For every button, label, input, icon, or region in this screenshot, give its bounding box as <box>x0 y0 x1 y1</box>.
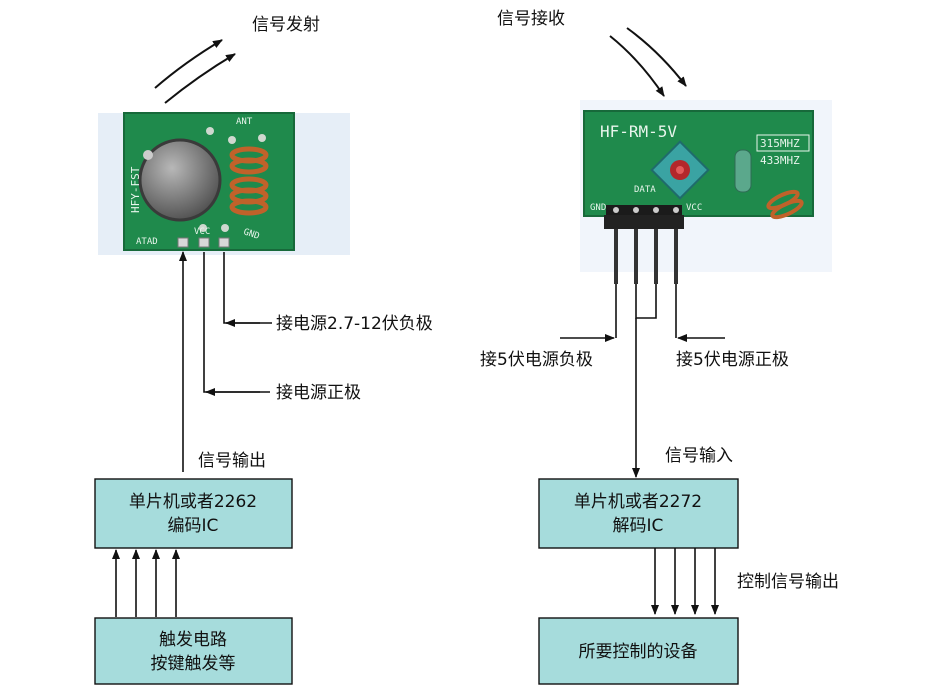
tx-signal-out-label: 信号输出 <box>198 451 266 471</box>
rx-wave-arrow-2 <box>626 27 687 87</box>
controlled-device-box: 所要控制的设备 <box>538 617 739 685</box>
rx-control-out-label: 控制信号输出 <box>737 572 839 592</box>
trigger-circuit-box: 触发电路 按键触发等 <box>94 617 293 685</box>
rx-antenna-coil-icon <box>766 189 804 220</box>
rx-gnd-label: GND <box>590 203 606 213</box>
rx-vcc-label: VCC <box>686 203 702 213</box>
receiver-section: 信号接收 HF-RM-5V 315MHZ 433MHZ G <box>480 9 839 685</box>
transmitter-module: HFY-FST ANT VCC GND ATAD <box>123 112 295 251</box>
rx-model-label: HF-RM-5V <box>600 122 677 141</box>
tx-pos-power-label: 接电源正极 <box>276 383 361 403</box>
tx-wave-arrow-1 <box>154 39 223 89</box>
tx-ant-label: ANT <box>236 117 253 127</box>
trigger-box-line2: 按键触发等 <box>151 654 236 674</box>
decoder-box-line2: 解码IC <box>613 516 664 536</box>
tx-vcc-label: VCC <box>194 227 210 237</box>
decoder-box-line1: 单片机或者2272 <box>574 492 702 512</box>
tx-data-label: ATAD <box>136 237 158 247</box>
decoder-to-device-arrows <box>651 548 719 615</box>
rx-pos-power-label: 接5伏电源正极 <box>676 350 789 370</box>
tx-resonator-icon <box>138 138 222 222</box>
trigger-to-encoder-arrows <box>112 549 180 617</box>
encoder-box-line2: 编码IC <box>168 516 219 536</box>
device-box-label: 所要控制的设备 <box>579 642 698 662</box>
tx-antenna-coil-icon <box>229 146 269 216</box>
rx-freq2-label: 433MHZ <box>760 154 800 167</box>
tx-gnd-label: GND <box>242 227 261 242</box>
rx-freq1-label: 315MHZ <box>760 137 800 150</box>
encoder-box-line1: 单片机或者2262 <box>129 492 257 512</box>
rx-wave-arrow-1 <box>609 35 665 97</box>
transmitter-section: 信号发射 HFY-FST ANT <box>94 15 433 685</box>
tx-vcc-wire <box>203 252 260 393</box>
tx-wave-arrow-2 <box>164 53 236 104</box>
rx-signal-label: 信号接收 <box>497 9 565 29</box>
rx-signal-in-label: 信号输入 <box>665 446 733 466</box>
tx-neg-power-label: 接电源2.7-12伏负极 <box>276 314 433 334</box>
encoder-box: 单片机或者2262 编码IC <box>94 478 293 549</box>
trigger-box-line1: 触发电路 <box>159 630 227 650</box>
rx-data-label: DATA <box>634 185 656 195</box>
tx-model-label: HFY-FST <box>129 166 142 213</box>
rx-data-wire <box>635 284 657 319</box>
decoder-box: 单片机或者2272 解码IC <box>538 478 739 549</box>
tx-gnd-wire <box>223 252 260 324</box>
receiver-module: HF-RM-5V 315MHZ 433MHZ GND DATA VCC <box>583 110 814 284</box>
rx-neg-power-label: 接5伏电源负极 <box>480 350 593 370</box>
tx-signal-label: 信号发射 <box>252 15 320 35</box>
